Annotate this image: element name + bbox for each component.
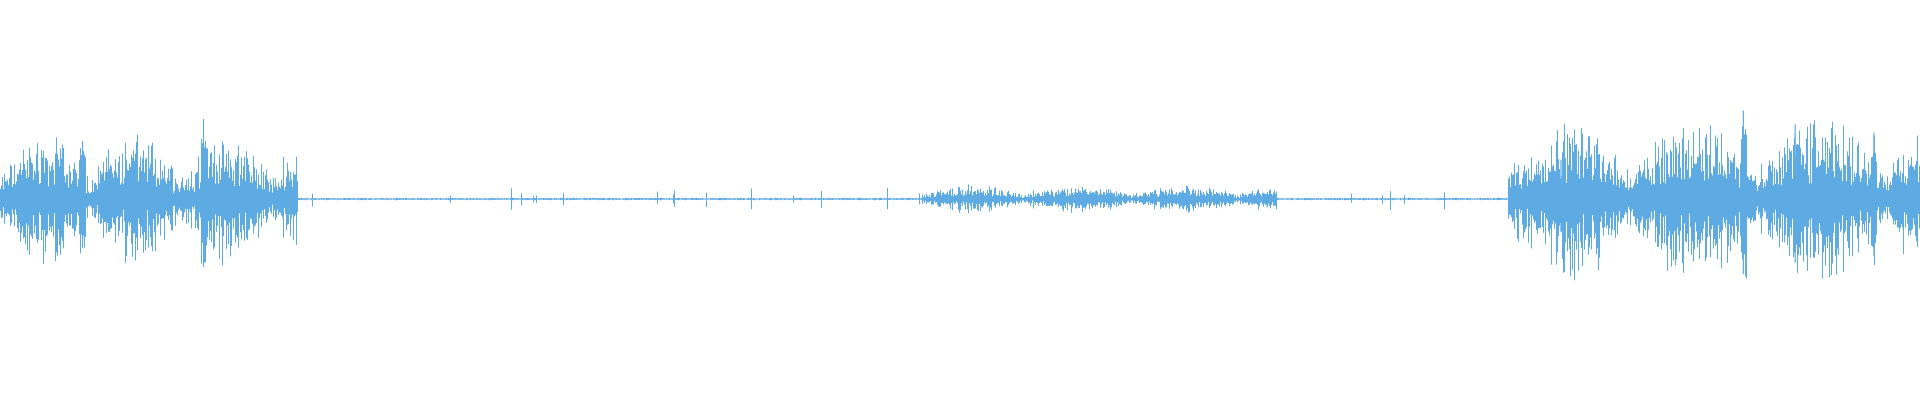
waveform-signal [0, 120, 1920, 281]
